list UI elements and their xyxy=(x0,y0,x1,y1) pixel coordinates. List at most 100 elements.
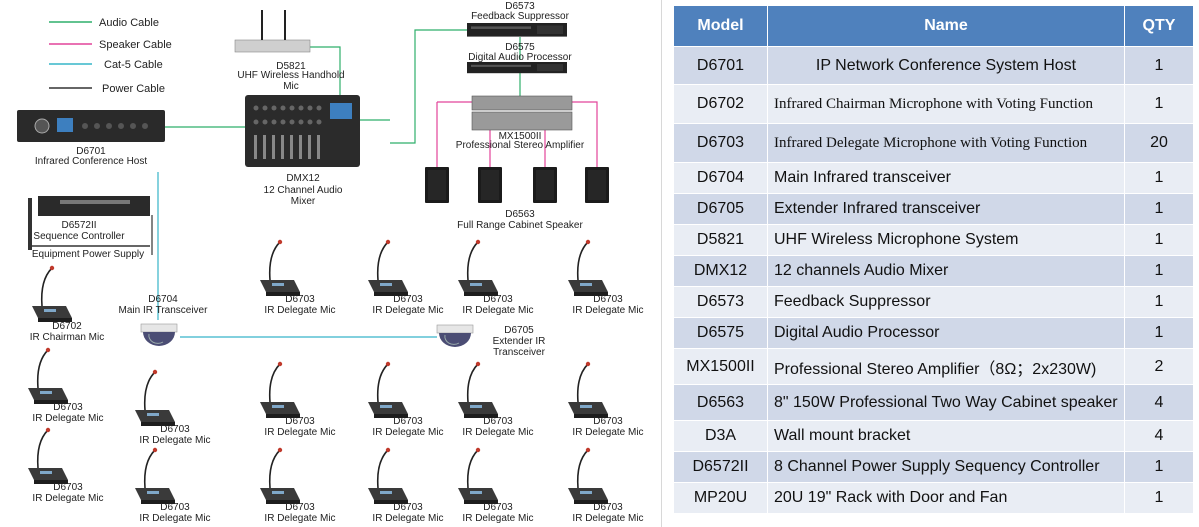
d6575-model: D6575 xyxy=(505,42,535,53)
delegate-mic-desc: IR Delegate Mic xyxy=(462,513,533,524)
cables xyxy=(151,29,598,338)
cell-qty: 1 xyxy=(1124,255,1194,287)
d6575-desc: Digital Audio Processor xyxy=(468,52,572,63)
delegate-mic-desc: IR Delegate Mic xyxy=(572,305,643,316)
delegate-mic-icon xyxy=(27,346,69,405)
cell-model: D6701 xyxy=(673,46,768,85)
cell-name: Extender Infrared transceiver xyxy=(767,193,1125,225)
delegate-mic-icon xyxy=(567,446,609,505)
dmx12-model: DMX12 xyxy=(286,173,320,184)
cell-model: D6703 xyxy=(673,123,768,163)
device-mx1500: MX1500II Professional Stereo Amplifier xyxy=(456,95,585,151)
delegate-mic-desc: IR Delegate Mic xyxy=(572,513,643,524)
cell-model: MP20U xyxy=(673,482,768,514)
delegate-mic-desc: IR Delegate Mic xyxy=(264,305,335,316)
delegate-mic-icon xyxy=(367,446,409,505)
header-model: Model xyxy=(673,5,768,47)
delegate-mic-model: D6703 xyxy=(285,416,315,427)
table-row: D3A Wall mount bracket 4 xyxy=(673,420,1194,452)
cell-qty: 1 xyxy=(1124,286,1194,318)
cell-qty: 20 xyxy=(1124,123,1194,163)
cell-model: D3A xyxy=(673,420,768,452)
cell-model: D6563 xyxy=(673,384,768,421)
delegate-mic-desc: IR Delegate Mic xyxy=(139,435,210,446)
cell-qty: 1 xyxy=(1124,451,1194,483)
delegate-mic-model: D6703 xyxy=(593,294,623,305)
cell-name: 12 channels Audio Mixer xyxy=(767,255,1125,287)
table-row: D6702 Infrared Chairman Microphone with … xyxy=(673,84,1194,124)
device-d6705: D6705 Extender IR Transceiver xyxy=(436,324,546,358)
d6701-desc: Infrared Conference Host xyxy=(35,156,148,167)
device-dmx12: DMX12 12 Channel Audio Mixer xyxy=(245,95,360,207)
cell-name: Infrared Chairman Microphone with Voting… xyxy=(767,84,1125,124)
delegate-mic-icon xyxy=(457,239,499,297)
legend: Audio Cable Speaker Cable Cat-5 Cable Po… xyxy=(49,17,172,95)
cell-qty: 1 xyxy=(1124,193,1194,225)
cell-qty: 1 xyxy=(1124,224,1194,256)
legend-audio-label: Audio Cable xyxy=(99,17,159,29)
delegate-mic-model: D6703 xyxy=(483,416,513,427)
delegate-mic-desc: IR Delegate Mic xyxy=(32,413,103,424)
d5821-model: D5821 xyxy=(276,61,306,72)
d6572-desc2: Equipment Power Supply xyxy=(32,249,144,260)
header-qty: QTY xyxy=(1124,5,1194,47)
cell-model: MX1500II xyxy=(673,348,768,385)
d6704-desc: Main IR Transceiver xyxy=(119,305,209,316)
cell-model: D6575 xyxy=(673,317,768,349)
cell-name: Feedback Suppressor xyxy=(767,286,1125,318)
cell-model: DMX12 xyxy=(673,255,768,287)
table-row: D5821 UHF Wireless Microphone System 1 xyxy=(673,224,1194,256)
delegate-mic-desc: IR Delegate Mic xyxy=(264,513,335,524)
d6563-model: D6563 xyxy=(505,209,535,220)
cell-qty: 1 xyxy=(1124,84,1194,124)
delegate-mic-desc: IR Delegate Mic xyxy=(462,427,533,438)
delegate-mic-desc: IR Delegate Mic xyxy=(572,427,643,438)
cell-qty: 1 xyxy=(1124,482,1194,514)
device-d6701: D6701 Infrared Conference Host xyxy=(17,110,165,167)
delegate-mic-model: D6703 xyxy=(285,294,315,305)
delegate-mic-desc: IR Delegate Mic xyxy=(462,305,533,316)
delegate-mic-icon xyxy=(457,446,499,505)
mx1500-desc: Professional Stereo Amplifier xyxy=(456,140,585,151)
delegate-mic-desc: IR Delegate Mic xyxy=(372,513,443,524)
table-row: D6573 Feedback Suppressor 1 xyxy=(673,286,1194,318)
delegate-mic-icon xyxy=(259,446,301,505)
delegate-mic-model: D6703 xyxy=(393,294,423,305)
cell-name: Digital Audio Processor xyxy=(767,317,1125,349)
device-d6704: D6704 Main IR Transceiver xyxy=(119,294,209,347)
dmx12-desc: 12 Channel Audio xyxy=(264,185,343,196)
delegate-mic-desc: IR Delegate Mic xyxy=(372,305,443,316)
d6572-desc: Sequence Controller xyxy=(33,231,125,242)
header-name: Name xyxy=(767,5,1125,47)
device-d5821: D5821 UHF Wireless Handhold Mic xyxy=(234,10,345,92)
d6704-model: D6704 xyxy=(148,294,178,305)
delegate-mic-model: D6703 xyxy=(53,402,83,413)
delegate-mic-model: D6703 xyxy=(483,294,513,305)
delegate-mic-icon xyxy=(259,360,301,419)
cell-model: D6704 xyxy=(673,162,768,194)
cell-model: D5821 xyxy=(673,224,768,256)
delegate-mic-icon xyxy=(367,360,409,419)
delegate-mic-icon xyxy=(367,239,409,297)
delegate-mic-desc: IR Delegate Mic xyxy=(32,493,103,504)
cell-name: Infrared Delegate Microphone with Voting… xyxy=(767,123,1125,163)
table-row: D6563 8" 150W Professional Two Way Cabin… xyxy=(673,384,1194,421)
cell-name: 8 Channel Power Supply Sequency Controll… xyxy=(767,451,1125,483)
cell-name: Professional Stereo Amplifier（8Ω；2x230W) xyxy=(767,348,1125,385)
delegate-mic-model: D6703 xyxy=(393,416,423,427)
cell-qty: 1 xyxy=(1124,317,1194,349)
d6572-model: D6572II xyxy=(61,220,96,231)
mx1500-model: MX1500II xyxy=(499,131,542,142)
cell-qty: 1 xyxy=(1124,46,1194,85)
